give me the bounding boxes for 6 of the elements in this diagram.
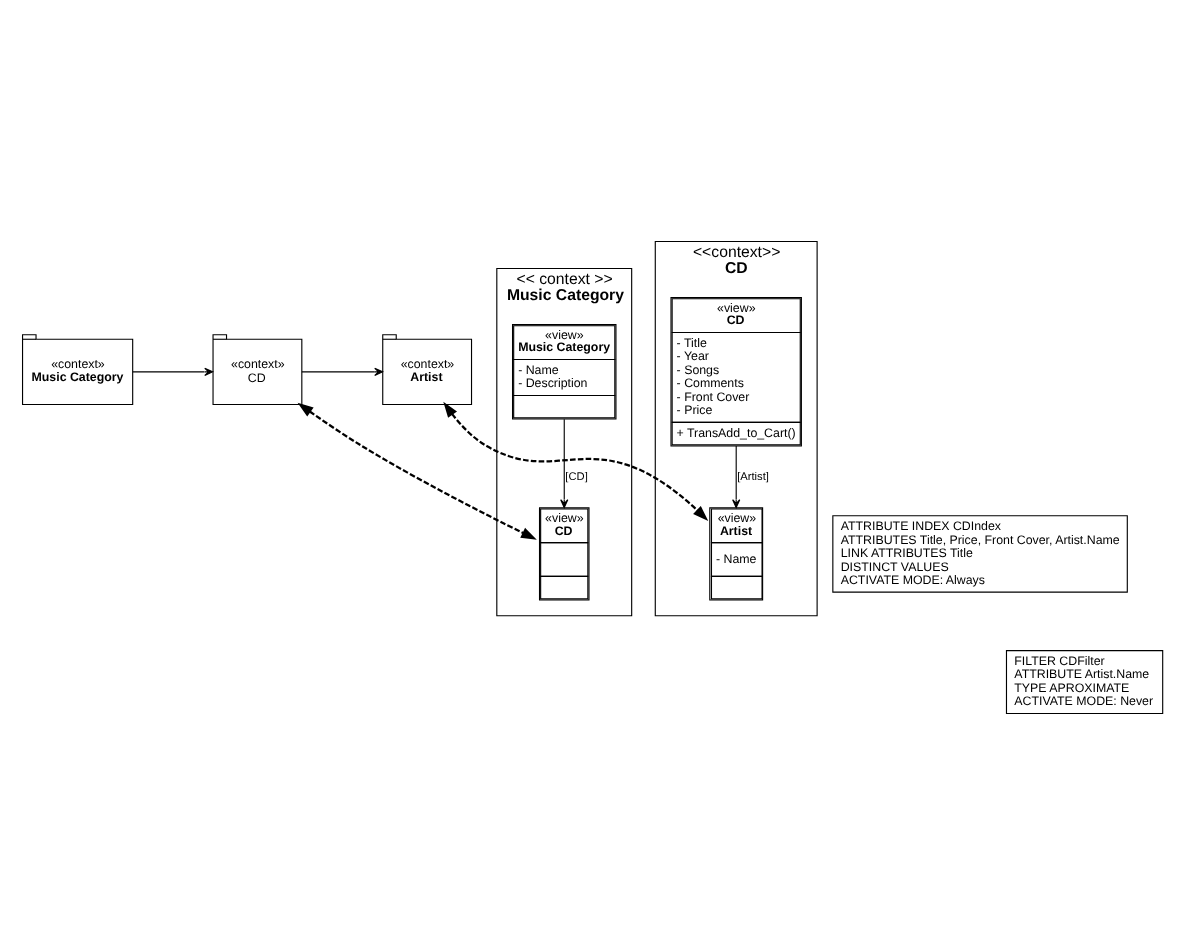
arrow	[132, 367, 214, 376]
arrow	[443, 401, 709, 521]
arrow	[301, 367, 384, 376]
arrow	[560, 418, 569, 509]
arrow	[297, 402, 537, 540]
arrow	[732, 445, 741, 509]
